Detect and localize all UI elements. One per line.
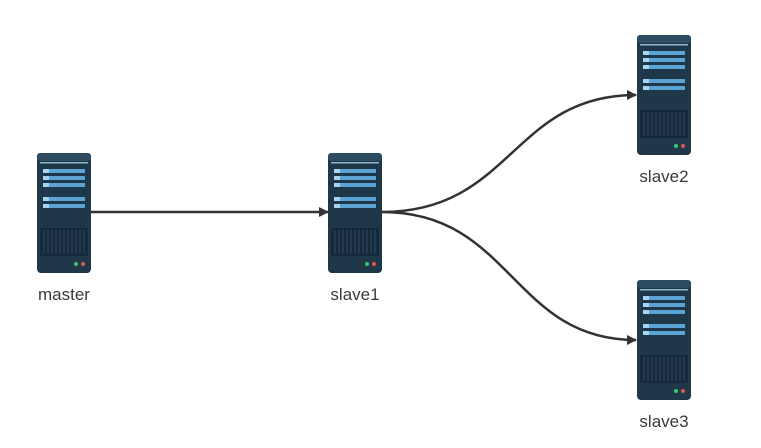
node-slave1[interactable]: slave1 [315, 153, 395, 305]
edge-slave1-to-slave2 [381, 90, 637, 214]
server-icon [624, 35, 704, 155]
node-slave3[interactable]: slave3 [624, 280, 704, 432]
server-icon [24, 153, 104, 273]
server-icon [624, 280, 704, 400]
node-label-slave2: slave2 [639, 167, 689, 186]
node-slave2[interactable]: slave2 [624, 35, 704, 187]
node-label-master: master [38, 285, 90, 304]
node-label-slave3: slave3 [639, 412, 689, 431]
edge-slave1-to-slave3 [381, 210, 637, 345]
server-icon [315, 153, 395, 273]
node-label-slave1: slave1 [330, 285, 380, 304]
node-master[interactable]: master [24, 153, 104, 305]
